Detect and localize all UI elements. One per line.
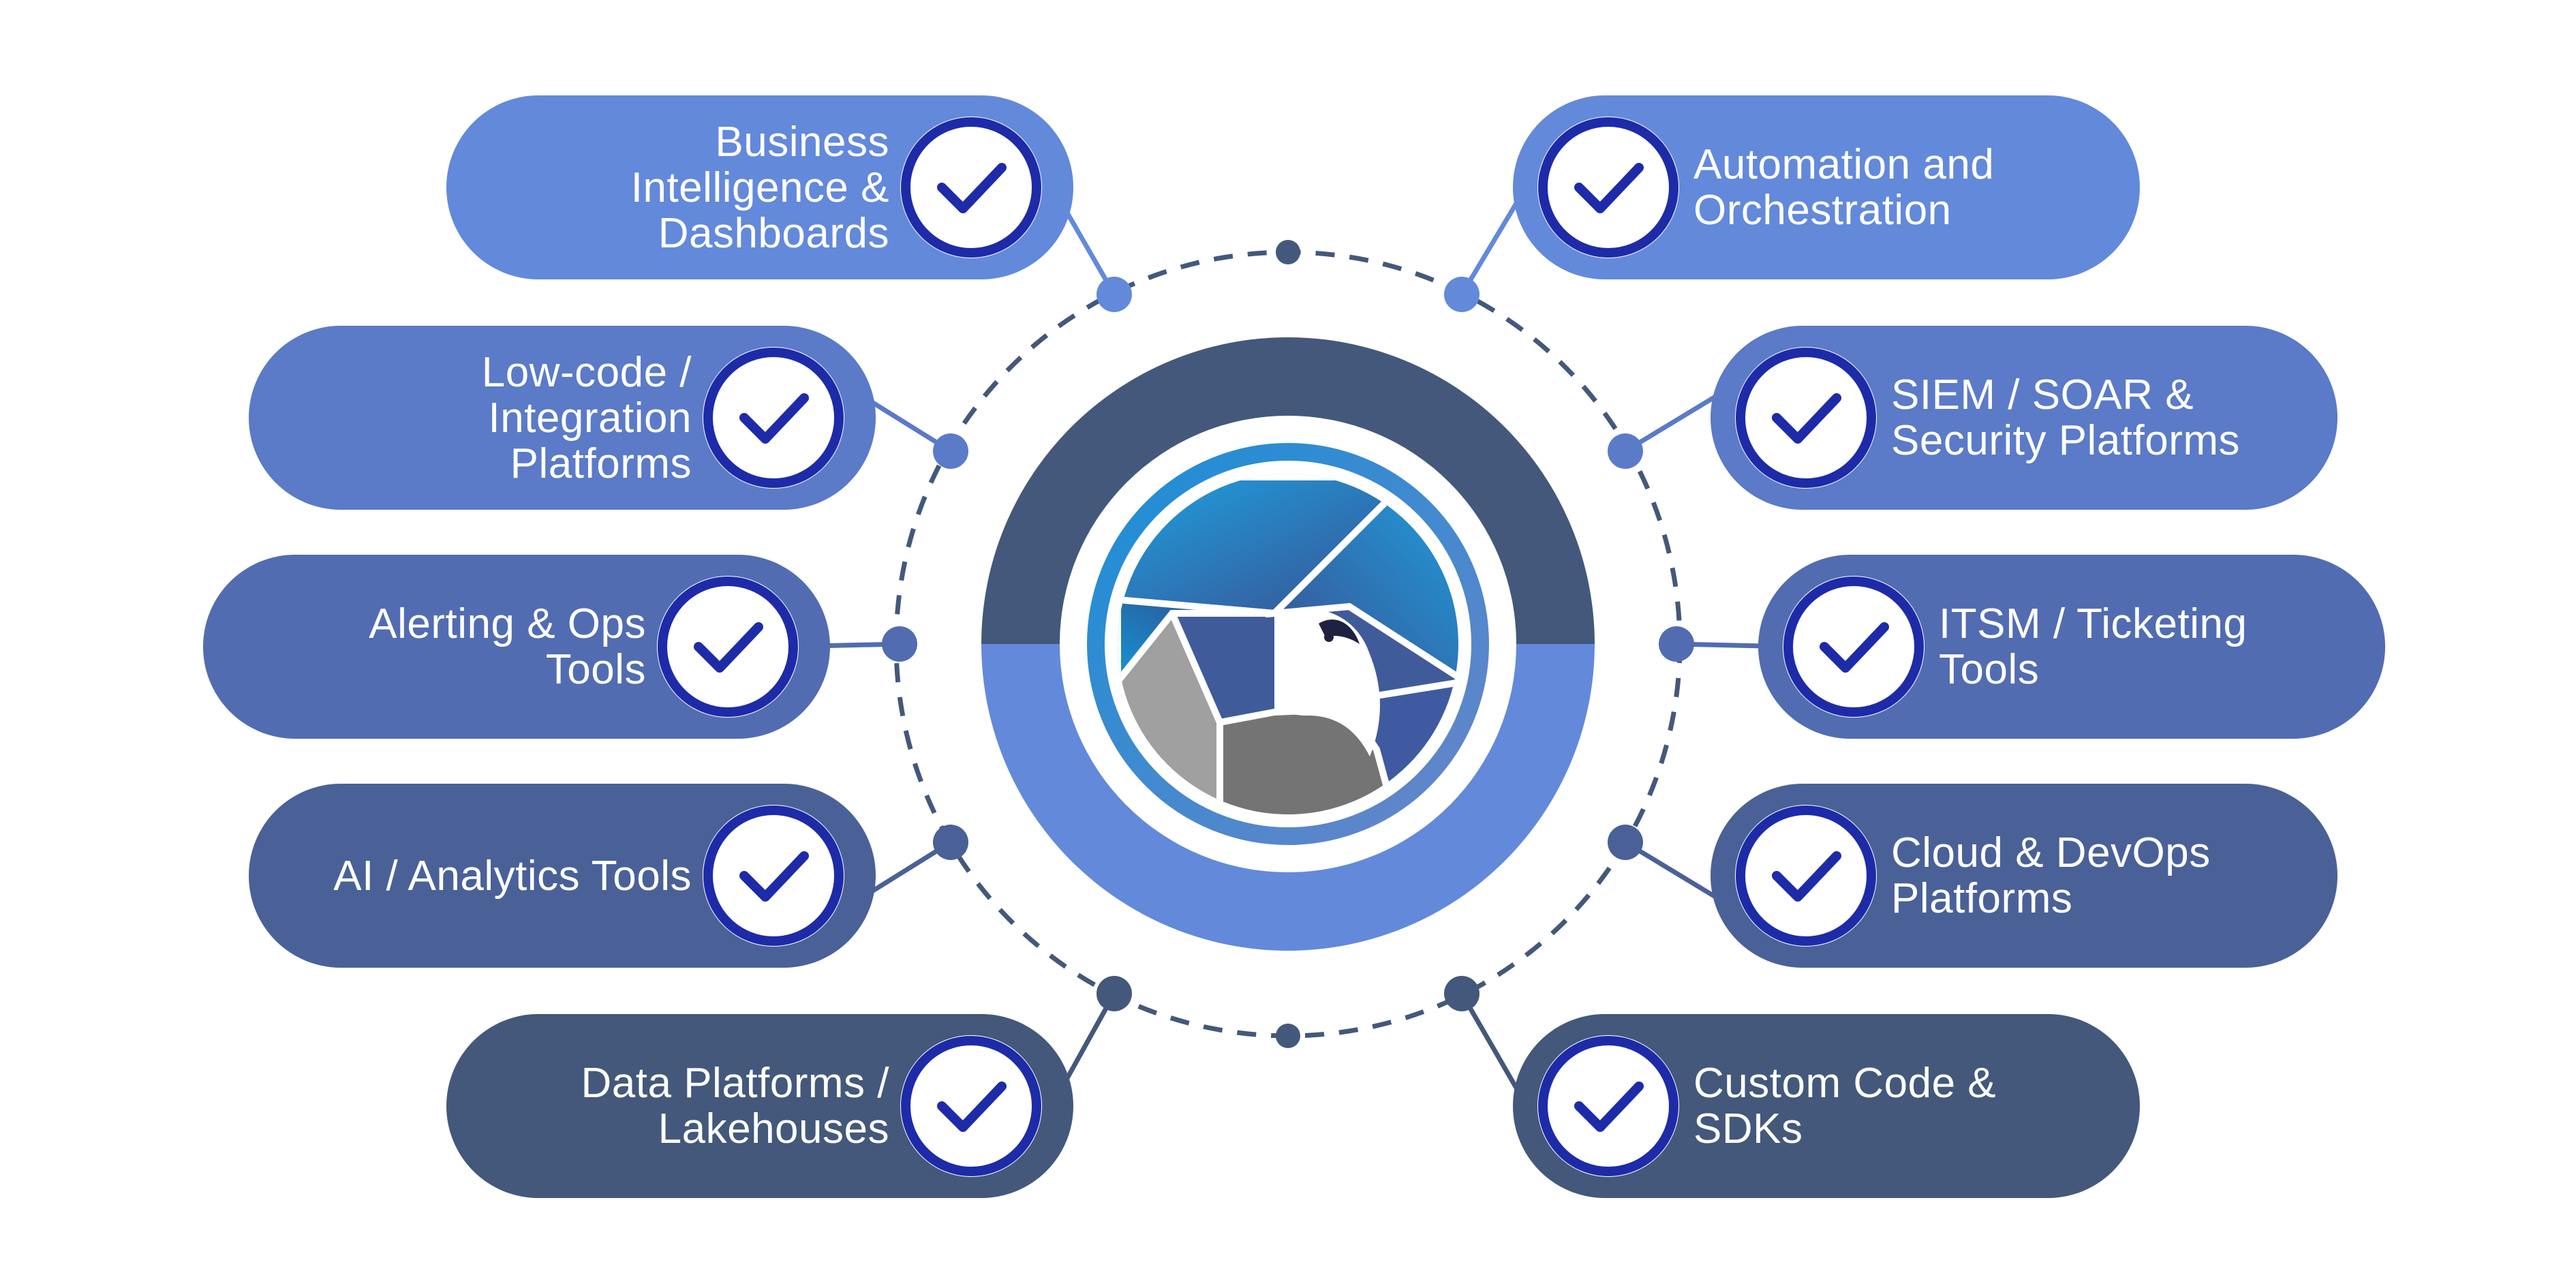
integration-label-line: AI / Analytics Tools: [333, 852, 692, 900]
integration-label-line: Lakehouses: [658, 1105, 889, 1152]
orbit-node: [1276, 240, 1300, 264]
integration-label-line: Alerting & Ops: [369, 600, 646, 647]
integration-label: AI / Analytics Tools: [276, 784, 692, 968]
orbit-node: [933, 825, 968, 860]
orbit-node: [1097, 277, 1132, 312]
orbit-node: [882, 626, 917, 662]
integration-label-line: Platforms: [1891, 875, 2073, 922]
checkmark-circle-icon: [895, 1030, 1047, 1182]
checkmark-circle-icon: [697, 341, 850, 494]
integration-label-line: Tools: [1939, 646, 2040, 693]
checkmark-circle-icon: [1730, 341, 1882, 494]
integration-label-line: ITSM / Ticketing: [1939, 600, 2248, 647]
orbit-node: [1097, 976, 1132, 1011]
integration-label-line: Integration: [488, 394, 692, 442]
integration-pill: AI / Analytics Tools: [249, 784, 876, 968]
orbit-node: [933, 433, 968, 469]
checkmark-circle-icon: [895, 111, 1047, 264]
integration-label-line: SIEM / SOAR &: [1891, 371, 2194, 418]
integration-label: Custom Code &SDKs: [1693, 1014, 2113, 1198]
integration-label: SIEM / SOAR &Security Platforms: [1891, 326, 2310, 510]
orbit-node: [1444, 976, 1479, 1011]
integration-label-line: Low-code /: [481, 348, 692, 396]
checkmark-circle-icon: [1532, 1030, 1685, 1182]
orbit-node: [1444, 277, 1479, 312]
orbit-nodes: [882, 240, 1694, 1048]
checkmark-circle-icon: [697, 799, 850, 952]
orbit-node: [1608, 825, 1643, 860]
integration-label-line: Tools: [545, 646, 646, 693]
integration-label-line: Platforms: [510, 440, 692, 487]
integration-pill: SIEM / SOAR &Security Platforms: [1711, 326, 2337, 510]
integration-label-line: Custom Code &: [1693, 1060, 1997, 1107]
checkmark-circle-icon: [651, 570, 804, 723]
checkmark-circle-icon: [1532, 111, 1685, 264]
integration-label-line: Cloud & DevOps: [1891, 829, 2211, 876]
integration-label-line: Data Platforms /: [581, 1060, 889, 1107]
checkmark-circle-icon: [1777, 570, 1930, 723]
integration-label-line: Intelligence &: [630, 164, 889, 211]
integration-label-line: Automation and: [1693, 141, 1995, 188]
integration-label-line: Business: [715, 118, 889, 166]
integration-label: Data Platforms /Lakehouses: [474, 1014, 889, 1198]
checkmark-circle-icon: [1730, 799, 1882, 952]
orbit-node: [1276, 1024, 1300, 1048]
integration-label-line: SDKs: [1693, 1105, 1803, 1152]
orbit-node: [1659, 626, 1694, 662]
integration-pill: Data Platforms /Lakehouses: [446, 1014, 1073, 1198]
falcon-shutter-logo-icon: [1087, 443, 1489, 845]
integration-label-line: Security Platforms: [1891, 417, 2241, 464]
integration-pill: Custom Code &SDKs: [1513, 1014, 2140, 1198]
orbit-node: [1608, 433, 1643, 469]
integration-label-line: Orchestration: [1693, 187, 1952, 234]
integration-label-line: Dashboards: [658, 209, 889, 257]
